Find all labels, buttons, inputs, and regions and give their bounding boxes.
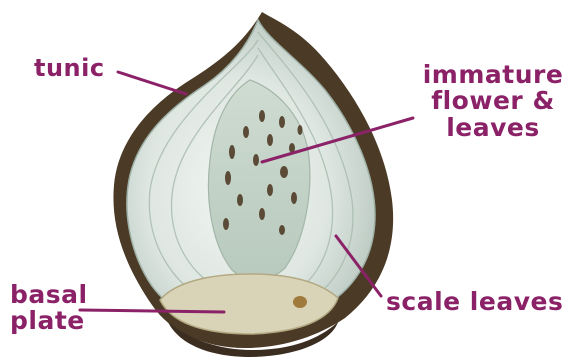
leader-line-basal — [80, 310, 224, 312]
label-basal-line2: plate — [10, 308, 88, 334]
label-basal-line1: basal — [10, 282, 88, 308]
label-immature-flower-leaves: immature flower & leaves — [418, 62, 568, 141]
label-flower-line1: immature — [418, 62, 568, 88]
label-basal-plate: basal plate — [10, 282, 88, 335]
basal-plate-spot — [293, 296, 307, 308]
leader-line-tunic — [118, 72, 186, 94]
label-scale-text: scale leaves — [386, 289, 563, 315]
label-tunic: tunic — [34, 56, 105, 81]
label-tunic-text: tunic — [34, 56, 105, 81]
label-flower-line2: flower & — [418, 88, 568, 114]
label-flower-line3: leaves — [418, 115, 568, 141]
label-scale-leaves: scale leaves — [386, 289, 563, 315]
